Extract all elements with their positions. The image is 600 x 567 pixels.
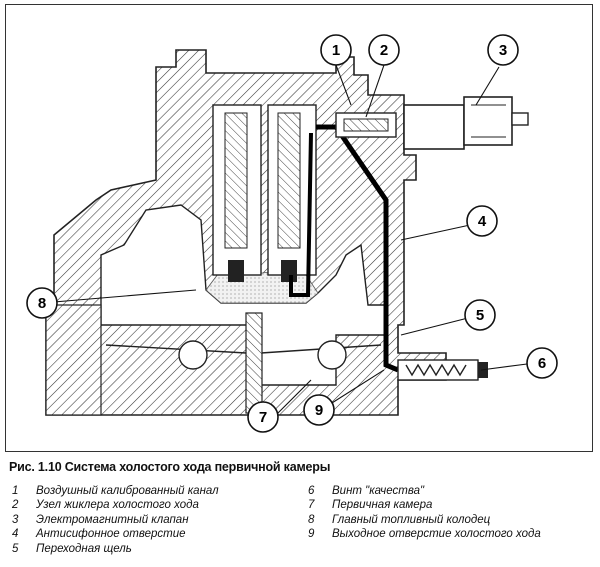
callout-9-label: 9 <box>315 402 323 419</box>
idle-fuel-channel <box>316 124 399 373</box>
callout-6-label: 6 <box>538 355 546 372</box>
legend-item: 3 Электромагнитный клапан <box>12 513 219 527</box>
legend-text: Антисифонное отверстие <box>36 528 186 541</box>
legend-item: 4 Антисифонное отверстие <box>12 527 219 541</box>
legend-item: 5 Переходная щель <box>12 542 219 556</box>
legend-number: 9 <box>308 528 315 541</box>
callout-leaders <box>53 64 528 416</box>
emulsion-tubes <box>212 104 317 282</box>
legend-text: Воздушный калиброванный канал <box>36 485 219 497</box>
callout-8: 8 <box>26 287 58 319</box>
callout-7-label: 7 <box>259 409 267 426</box>
callout-4: 4 <box>466 205 498 237</box>
figure-caption: Рис. 1.10 Система холостого хода первичн… <box>9 460 331 474</box>
callout-6: 6 <box>526 347 558 379</box>
callout-5: 5 <box>464 299 496 331</box>
legend-number: 2 <box>12 499 19 512</box>
legend-text: Винт "качества" <box>332 485 425 497</box>
legend-item: 2 Узел жиклера холостого хода <box>12 498 219 512</box>
legend-text: Электромагнитный клапан <box>36 513 189 526</box>
legend-text: Переходная щель <box>36 542 132 555</box>
legend-item: 7 Первичная камера <box>308 498 541 512</box>
legend-text: Выходное отверстие холостого хода <box>332 528 541 541</box>
legend-number: 7 <box>308 499 315 512</box>
callout-3-label: 3 <box>499 42 507 59</box>
legend-left-column: 1 Воздушный калиброванный канал 2 Узел ж… <box>12 484 219 556</box>
legend-number: 6 <box>308 485 315 497</box>
legend-number: 1 <box>12 485 19 497</box>
callouts: 1 2 3 4 5 6 7 <box>26 34 558 433</box>
carburetor-idle-system-diagram: 1 2 3 4 5 6 7 <box>26 34 558 433</box>
callout-1: 1 <box>320 34 352 66</box>
quality-screw <box>397 359 488 381</box>
legend-item: 1 Воздушный калиброванный канал <box>12 484 219 498</box>
legend-text: Узел жиклера холостого хода <box>36 499 199 512</box>
figure-frame: 1 2 3 4 5 6 7 <box>5 4 593 452</box>
legend-item: 9 Выходное отверстие холостого хода <box>308 527 541 541</box>
legend-number: 8 <box>308 513 315 526</box>
callout-4-label: 4 <box>478 213 487 230</box>
carburetor-body <box>45 49 529 416</box>
callout-2: 2 <box>368 34 400 66</box>
callout-9: 9 <box>303 394 335 426</box>
solenoid-valve <box>403 96 529 150</box>
legend-text: Главный топливный колодец <box>332 513 491 526</box>
callout-3: 3 <box>487 34 519 66</box>
legend-number: 5 <box>12 542 19 555</box>
callout-2-label: 2 <box>380 42 388 59</box>
legend-right-column: 6 Винт "качества" 7 Первичная камера 8 Г… <box>308 484 541 542</box>
legend-item: 8 Главный топливный колодец <box>308 513 541 527</box>
callout-8-label: 8 <box>38 295 46 312</box>
legend-number: 4 <box>12 528 19 541</box>
legend-text: Первичная камера <box>332 499 433 512</box>
callout-1-label: 1 <box>332 42 340 59</box>
callout-5-label: 5 <box>476 307 484 324</box>
legend-item: 6 Винт "качества" <box>308 484 541 498</box>
legend-number: 3 <box>12 513 19 526</box>
callout-7: 7 <box>247 401 279 433</box>
